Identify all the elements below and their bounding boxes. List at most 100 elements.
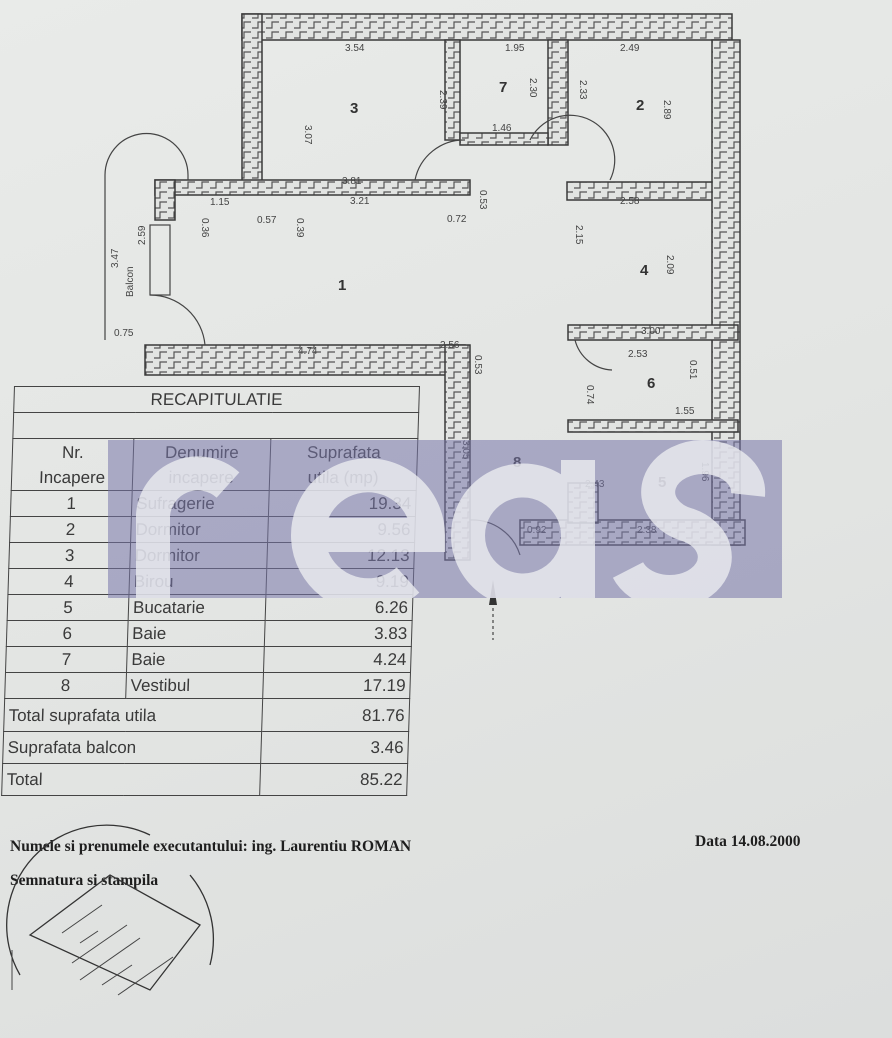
total-label: Total suprafata utila (3, 698, 263, 732)
room-number: 7 (499, 79, 507, 96)
cell-name: Dormitor (130, 516, 269, 543)
dimension: 1.46 (492, 123, 512, 134)
cell-nr: 2 (9, 516, 132, 543)
table-title: RECAPITULATIE (13, 386, 420, 413)
dimension: 0.57 (257, 215, 277, 226)
balcony-outline (104, 132, 189, 340)
dimension: 2.59 (137, 225, 148, 245)
cell-area: 6.26 (265, 594, 413, 621)
total-label: Suprafata balcon (2, 731, 262, 764)
dimension: 3.00 (641, 326, 661, 337)
header-nr: Nr. Incapere (11, 438, 134, 491)
entrance-arrow-icon (489, 580, 497, 605)
cell-name: Baie (127, 620, 266, 647)
dimension: 2.56 (440, 340, 460, 351)
cell-name: Vestibul (125, 672, 264, 699)
cell-nr: 7 (5, 646, 128, 673)
room-number: 5 (658, 474, 666, 491)
cell-area: 12.13 (266, 542, 415, 569)
cell-area: 9.56 (267, 516, 416, 543)
dimension: 1.55 (675, 406, 695, 417)
dimension: 3.47 (110, 248, 121, 268)
recapitulation-table: RECAPITULATIE Nr. Incapere Denumire inca… (1, 386, 420, 796)
cell-nr: 4 (7, 568, 130, 595)
dimension: 2.39 (437, 90, 448, 110)
dimension: 1.95 (505, 43, 525, 54)
stamp (6, 824, 215, 996)
dimension: 1.96 (699, 462, 710, 482)
total-value: 81.76 (261, 698, 410, 732)
cell-area: 3.83 (264, 620, 413, 647)
dimension: 0.51 (687, 360, 698, 380)
dimension: 0.72 (447, 214, 467, 225)
dimension: 0.36 (199, 218, 210, 238)
dimension: 0.74 (584, 385, 595, 405)
cell-nr: 8 (4, 672, 127, 699)
dimension: 2.09 (664, 255, 675, 275)
cell-name: Baie (126, 646, 265, 673)
cell-nr: 5 (7, 594, 129, 621)
total-value: 85.22 (259, 763, 408, 796)
dimension: 2.30 (527, 78, 538, 98)
cell-name: Dormitor (129, 542, 268, 569)
cell-name: Sufragerie (131, 490, 270, 517)
dimension: 3.05 (460, 440, 471, 460)
dimension: 2.33 (577, 80, 588, 100)
room-number: 3 (350, 100, 358, 117)
dimension: 2.53 (628, 349, 648, 360)
dimension: 0.75 (114, 328, 134, 339)
room-number: 1 (338, 277, 346, 294)
blank-row (12, 412, 419, 439)
dimension: 3.07 (302, 125, 313, 145)
cell-name: Birou (128, 568, 267, 595)
room-number: 6 (647, 375, 655, 392)
room-number: 2 (636, 97, 644, 114)
dimension: 4.74 (298, 346, 318, 357)
door-swing (469, 519, 521, 556)
door-swing (574, 339, 613, 371)
dimension: 2.38 (637, 525, 657, 536)
dimension: 2.89 (661, 100, 672, 120)
total-label: Total (1, 763, 261, 796)
dimension: 3.21 (350, 196, 370, 207)
cell-nr: 3 (8, 542, 131, 569)
door-swing (149, 294, 206, 346)
room-number: 4 (640, 262, 649, 279)
door-swing (529, 114, 616, 181)
cell-nr: 6 (6, 620, 129, 647)
dimension: 2.49 (620, 43, 640, 54)
dimension: 3.81 (342, 176, 362, 187)
executant-name: Numele si prenumele executantului: ing. … (10, 838, 412, 855)
dimension: 2.58 (620, 196, 640, 207)
cell-area: 4.24 (263, 646, 412, 673)
cell-nr: 1 (10, 490, 133, 517)
room-number: 8 (513, 454, 521, 471)
cell-area: 9.19 (265, 568, 414, 595)
header-name: Denumire incapere (132, 438, 271, 491)
door-swing (414, 139, 466, 181)
total-value: 3.46 (260, 731, 409, 764)
dimension: 2.15 (573, 225, 584, 245)
dimension: 0.92 (527, 525, 547, 536)
document-date: Data 14.08.2000 (695, 833, 801, 850)
dimension: 1.15 (210, 197, 230, 208)
dimension: 0.39 (294, 218, 305, 238)
cell-area: 19.34 (268, 490, 417, 517)
dimension: 3.54 (345, 43, 365, 54)
dimension: 0.53 (472, 355, 483, 375)
cell-area: 17.19 (262, 672, 411, 699)
dimension: 2.43 (585, 479, 605, 490)
dimension: 0.53 (477, 190, 488, 210)
signature-label: Semnatura si stampila (10, 872, 159, 889)
balcony-label: Balcon (125, 266, 136, 297)
cell-name: Bucatarie (128, 594, 266, 621)
